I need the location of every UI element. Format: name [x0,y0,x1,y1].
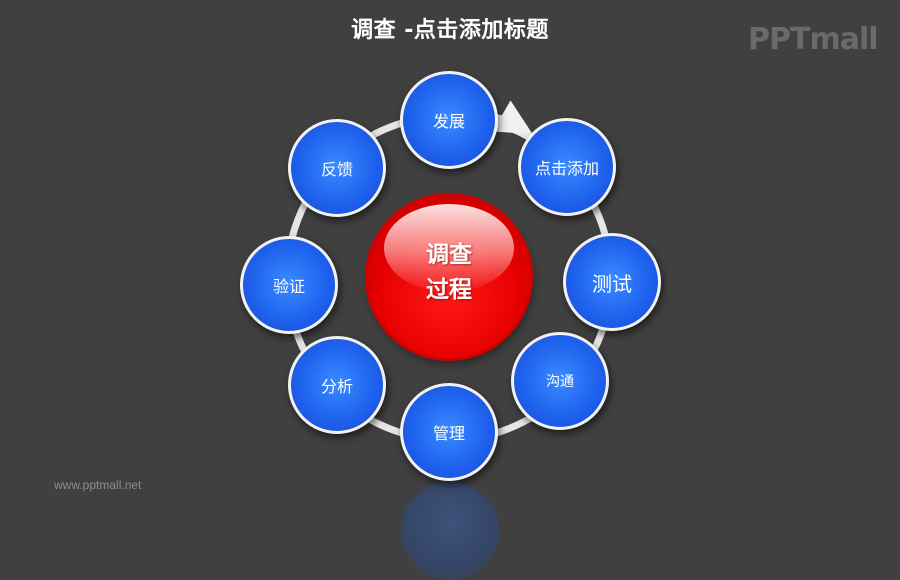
node-analysis[interactable]: 分析 [288,336,386,434]
node-click-add[interactable]: 点击添加 [518,118,616,216]
center-label-line1: 调查 [426,242,472,268]
center-label: 调查 过程 [368,238,530,308]
node-management[interactable]: 管理 [400,383,498,481]
node-communication[interactable]: 沟通 [511,332,609,430]
node-reflection [401,482,499,580]
page-title: 调查 -点击添加标题 [351,18,549,43]
node-feedback[interactable]: 反馈 [288,119,386,217]
footer-url: www.pptmall.net [54,478,142,492]
node-testing[interactable]: 测试 [563,233,661,331]
node-development[interactable]: 发展 [400,71,498,169]
sphere-gloss [384,204,514,292]
brand-logo: PPTmall [748,22,879,57]
node-verification[interactable]: 验证 [240,236,338,334]
center-sphere[interactable]: 调查 过程 [368,196,530,358]
center-label-line2: 过程 [426,277,472,303]
